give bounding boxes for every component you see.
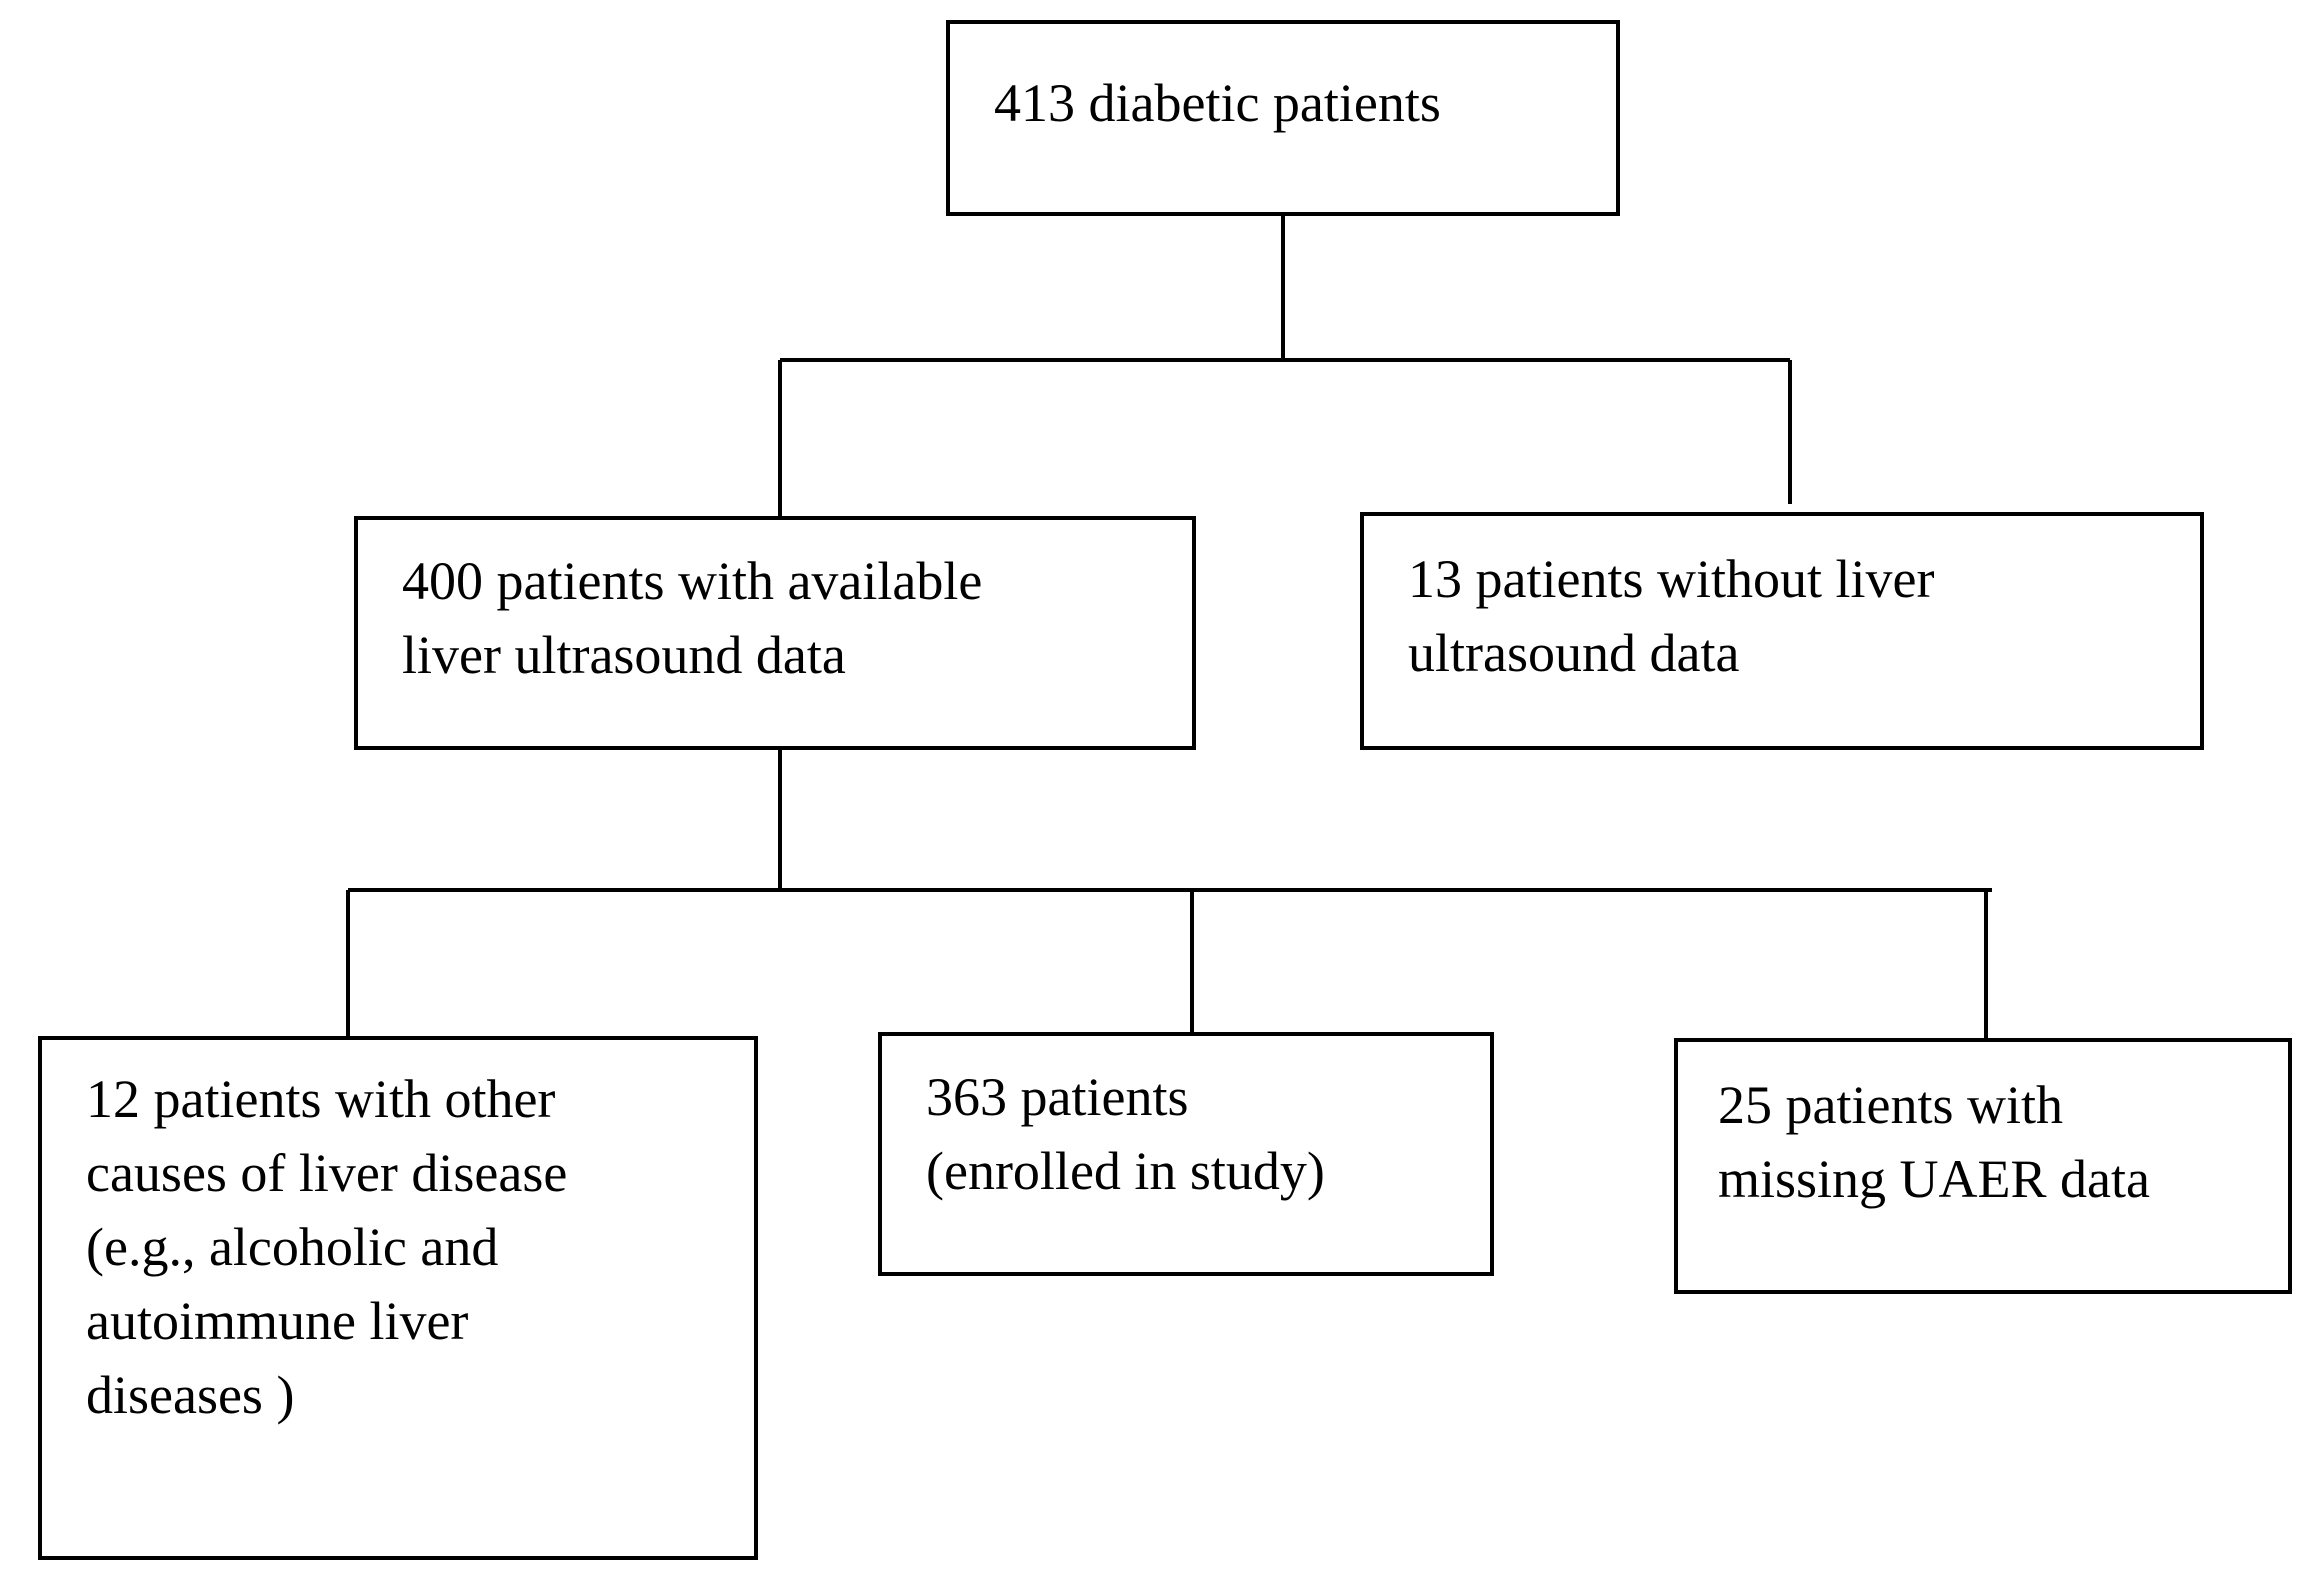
- box-missing-uaer-text: 25 patients with missing UAER data: [1718, 1068, 2150, 1216]
- box-enrolled: 363 patients (enrolled in study): [878, 1032, 1494, 1276]
- box-other-causes: 12 patients with other causes of liver d…: [38, 1036, 758, 1560]
- box-other-causes-line: (e.g., alcoholic and: [86, 1217, 499, 1277]
- box-without-ultrasound-text: 13 patients without liver ultrasound dat…: [1408, 542, 1934, 690]
- box-total-patients-text: 413 diabetic patients: [994, 66, 1441, 140]
- box-missing-uaer-line: missing UAER data: [1718, 1149, 2150, 1209]
- box-enrolled-line: 363 patients: [926, 1067, 1189, 1127]
- box-missing-uaer-line: 25 patients with: [1718, 1075, 2063, 1135]
- box-without-ultrasound: 13 patients without liver ultrasound dat…: [1360, 512, 2204, 750]
- box-missing-uaer: 25 patients with missing UAER data: [1674, 1038, 2292, 1294]
- box-other-causes-line: 12 patients with other: [86, 1069, 556, 1129]
- box-other-causes-text: 12 patients with other causes of liver d…: [86, 1062, 567, 1432]
- box-with-ultrasound: 400 patients with available liver ultras…: [354, 516, 1196, 750]
- box-with-ultrasound-line: 400 patients with available: [402, 551, 983, 611]
- box-other-causes-line: causes of liver disease: [86, 1143, 568, 1203]
- box-other-causes-line: diseases ): [86, 1365, 295, 1425]
- box-with-ultrasound-text: 400 patients with available liver ultras…: [402, 544, 982, 692]
- box-without-ultrasound-line: ultrasound data: [1408, 623, 1740, 683]
- box-enrolled-line: (enrolled in study): [926, 1141, 1325, 1201]
- box-without-ultrasound-line: 13 patients without liver: [1408, 549, 1935, 609]
- box-with-ultrasound-line: liver ultrasound data: [402, 625, 846, 685]
- box-enrolled-text: 363 patients (enrolled in study): [926, 1060, 1325, 1208]
- box-total-patients-line: 413 diabetic patients: [994, 73, 1441, 133]
- box-other-causes-line: autoimmune liver: [86, 1291, 469, 1351]
- box-total-patients: 413 diabetic patients: [946, 20, 1620, 216]
